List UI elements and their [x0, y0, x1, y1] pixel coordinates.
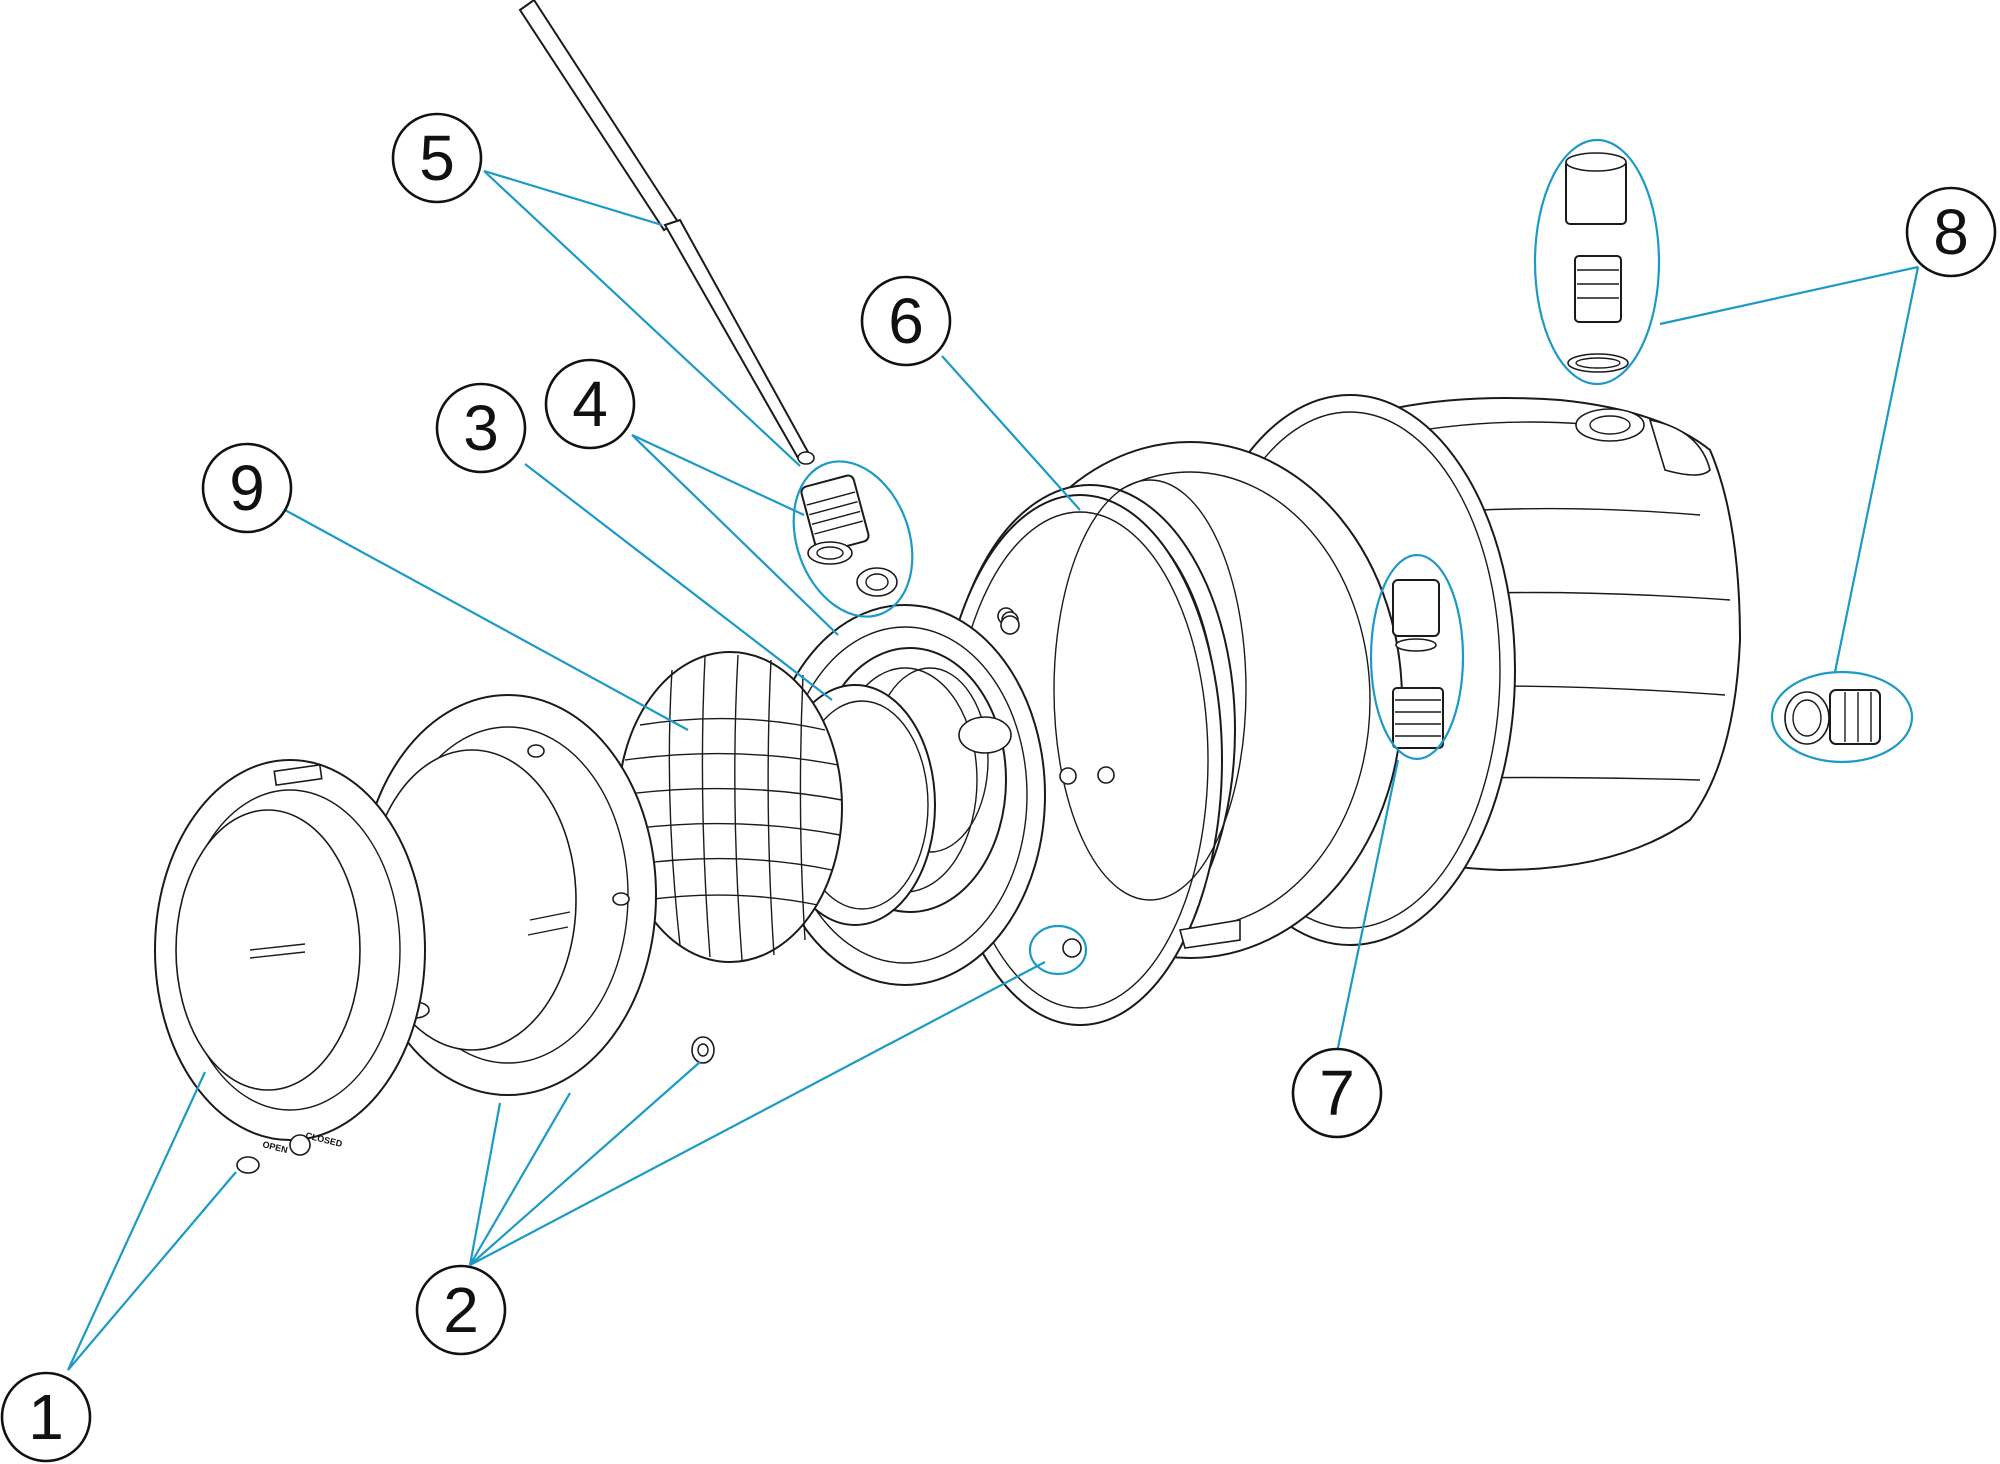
callout-9: 9 [201, 442, 293, 534]
leader-2-d [469, 961, 1046, 1266]
callout-6-label: 6 [888, 285, 924, 357]
leader-4-a [631, 434, 805, 516]
leader-1 [67, 1071, 237, 1371]
highlight-oval-4 [792, 460, 914, 618]
highlight-oval-8-top [1533, 138, 1661, 386]
callout-7-label: 7 [1319, 1057, 1355, 1129]
callout-5: 5 [391, 112, 483, 204]
callout-6: 6 [860, 275, 952, 367]
callout-3-label: 3 [463, 392, 499, 464]
callout-1: 1 [0, 1371, 92, 1463]
highlight-oval-8-right [1770, 670, 1914, 764]
fittings-8 [1565, 152, 1881, 745]
callout-2: 2 [415, 1264, 507, 1356]
leader-2-a [468, 1102, 502, 1266]
leader-7 [1333, 759, 1400, 1063]
leader-5-b [483, 170, 801, 467]
leader-8-a [1659, 265, 1919, 326]
callout-8: 8 [1905, 186, 1997, 278]
callout-4: 4 [544, 358, 636, 450]
front-ring: OPEN CLOSED [154, 759, 426, 1174]
leader-8-b [1833, 266, 1920, 673]
leader-2-b [469, 1092, 571, 1266]
cable-gland-parts [800, 474, 898, 597]
leader-lines [67, 169, 1920, 1371]
leader-6 [941, 355, 1081, 511]
callout-1-label: 1 [28, 1381, 64, 1453]
highlight-ovals [792, 138, 1914, 976]
leader-4-b [631, 434, 839, 636]
leader-3 [524, 463, 833, 701]
leader-9 [284, 509, 689, 731]
callout-7: 7 [1291, 1047, 1383, 1139]
leader-5-a [483, 169, 663, 227]
connector-parts-7 [1392, 579, 1444, 749]
cable-assembly [518, 0, 815, 465]
callout-2-label: 2 [443, 1274, 479, 1346]
callout-5-label: 5 [419, 122, 455, 194]
highlight-oval-2 [1028, 924, 1088, 976]
callout-4-label: 4 [572, 368, 608, 440]
open-label: OPEN [262, 1139, 289, 1155]
leader-2-c [469, 1061, 701, 1266]
highlight-oval-7 [1369, 553, 1465, 761]
callout-3: 3 [435, 382, 527, 474]
callout-9-label: 9 [229, 452, 265, 524]
callout-8-label: 8 [1933, 196, 1969, 268]
